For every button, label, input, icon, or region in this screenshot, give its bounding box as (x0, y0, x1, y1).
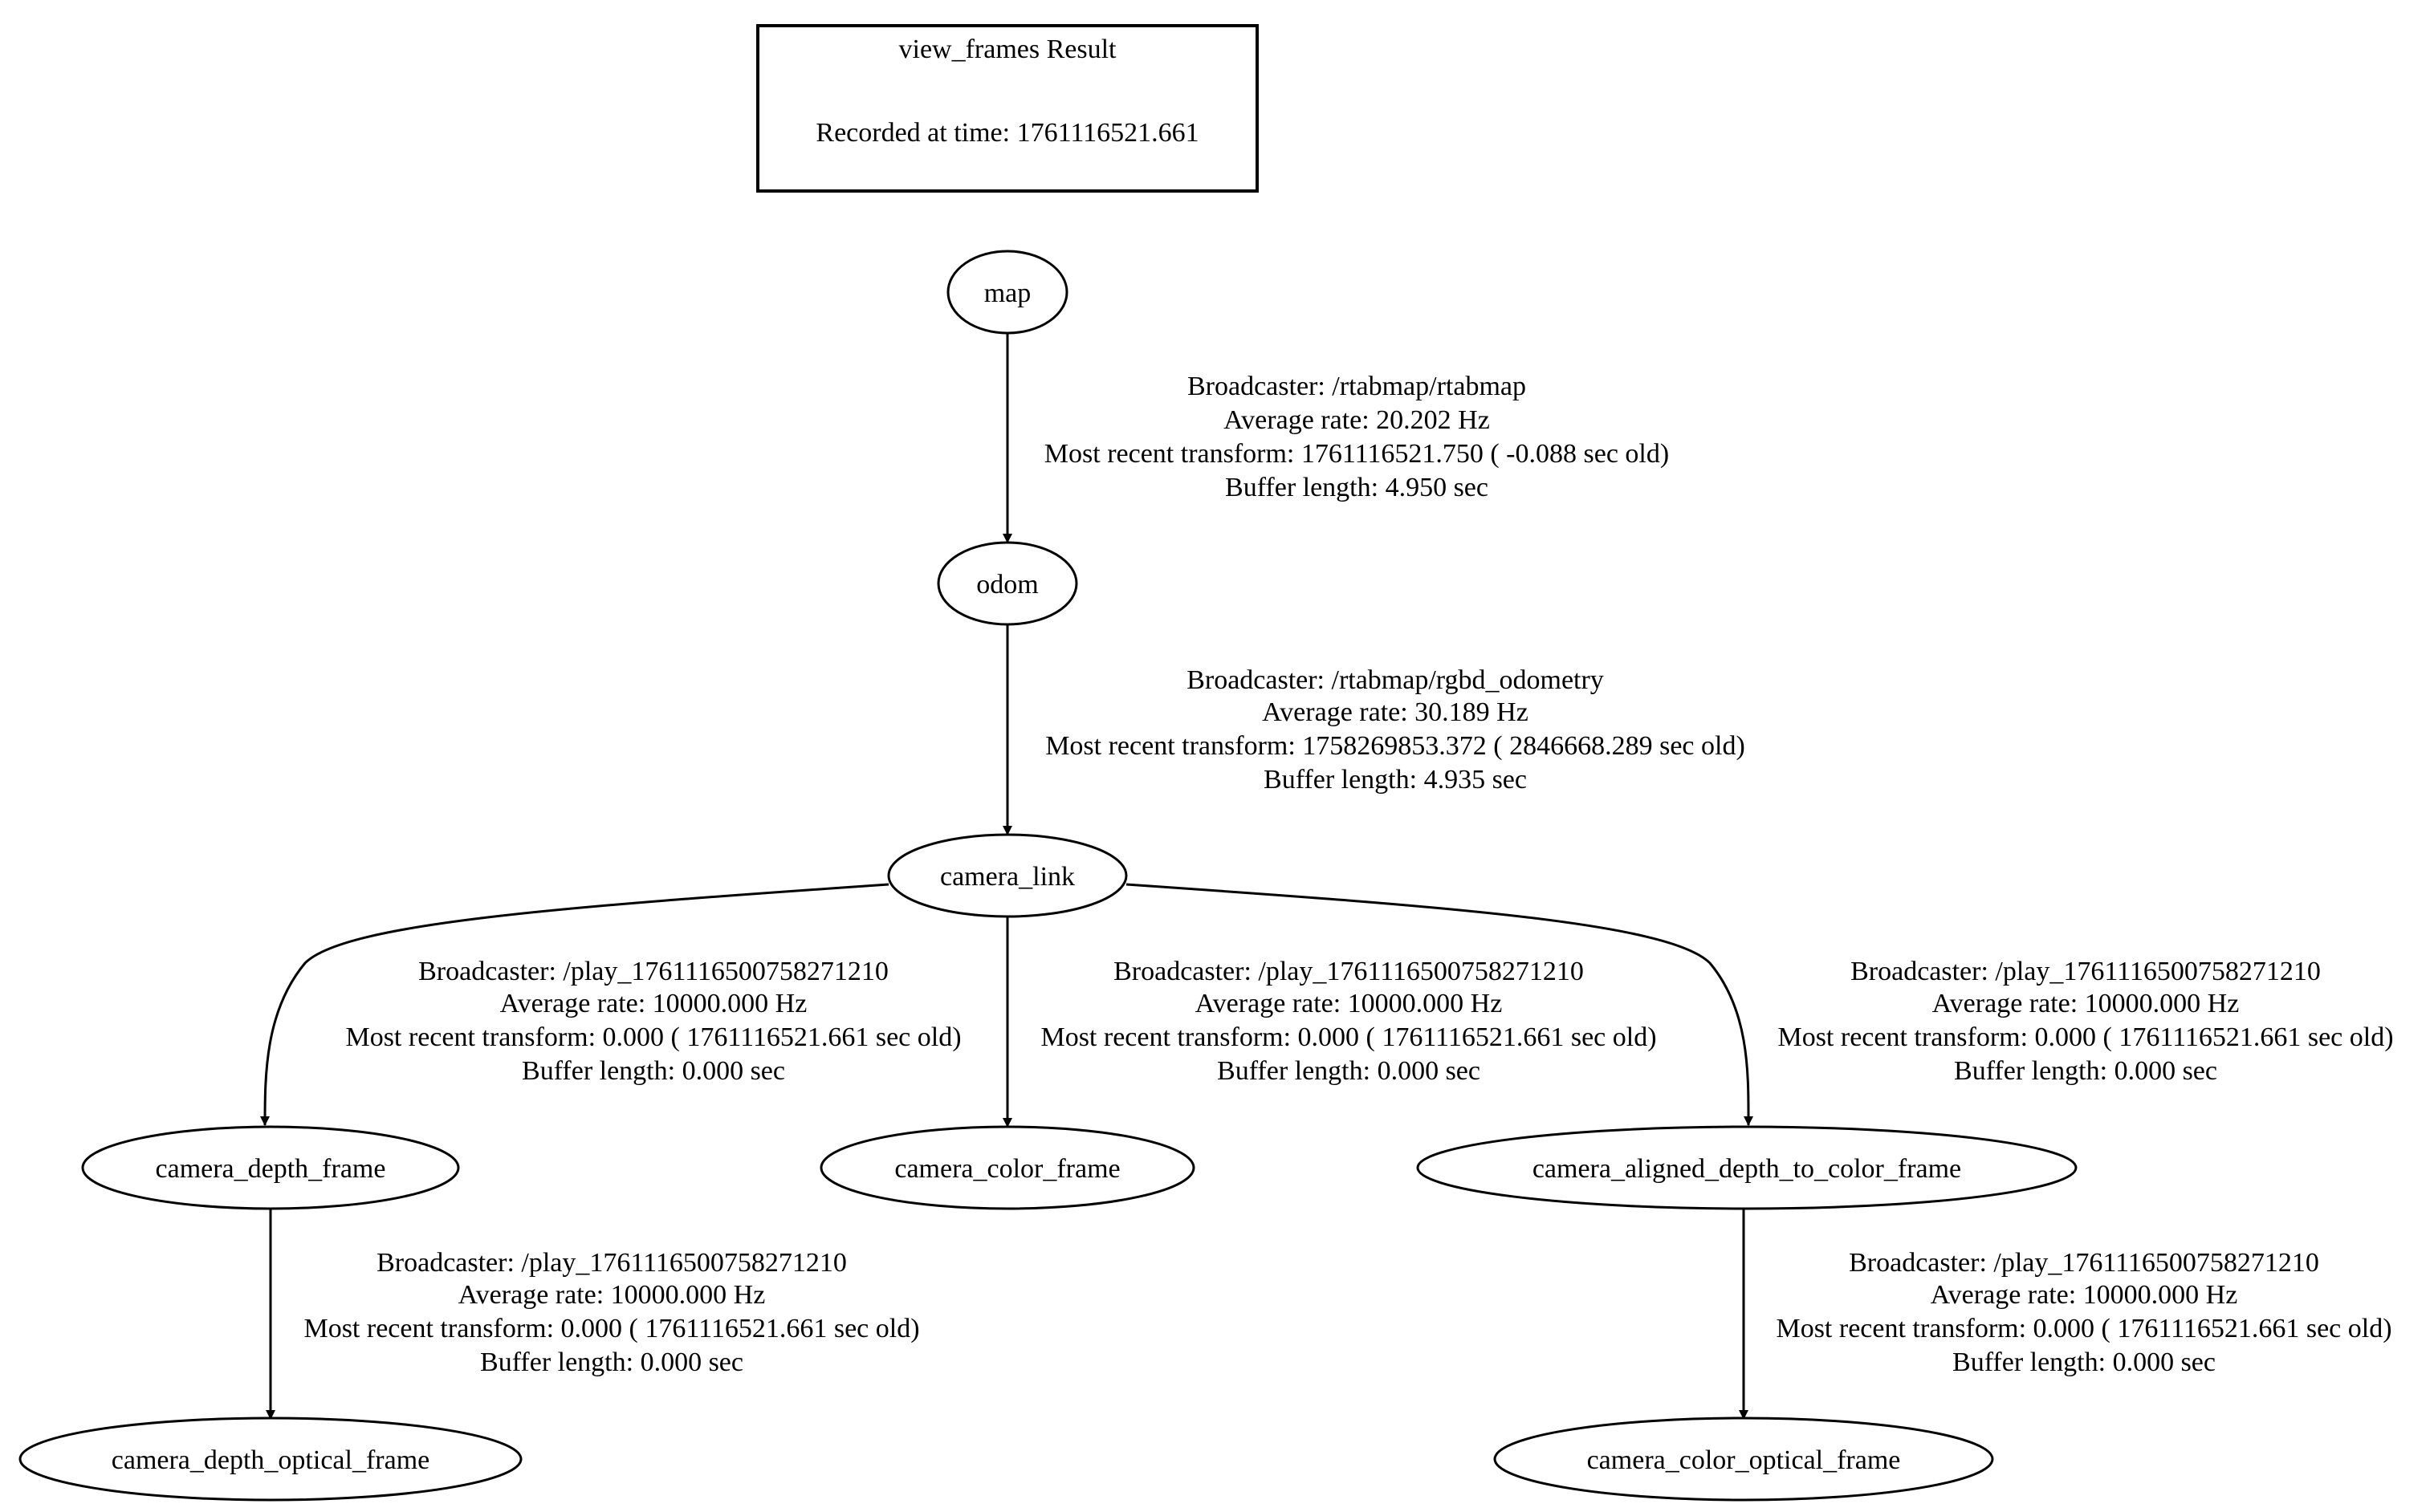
recorded-time-text: Recorded at time: 1761116521.661 (816, 118, 1199, 148)
node-label: camera_color_optical_frame (1587, 1445, 1901, 1475)
node-ellipse (18, 1416, 523, 1502)
broadcaster-text: Broadcaster: /play_1761116500758271210 (418, 957, 889, 986)
edge-curve (1125, 883, 1754, 1126)
recent-transform-text: Most recent transform: 0.000 ( 176111652… (1776, 1314, 2391, 1343)
node-label: camera_color_frame (894, 1154, 1120, 1184)
recent-transform-text: Most recent transform: 1758269853.372 ( … (1045, 731, 1745, 761)
buffer-length-text: Buffer length: 0.000 sec (522, 1056, 785, 1086)
node-camera-depth-optical-frame: camera_depth_optical_frame (18, 1416, 523, 1502)
title-box-frame (756, 24, 1259, 193)
rate-text: Average rate: 10000.000 Hz (1931, 1280, 2238, 1310)
broadcaster-text: Broadcaster: /play_1761116500758271210 (1849, 1248, 2319, 1278)
edge-label-aligned-color-optical: Broadcaster: /play_1761116500758271210 A… (1776, 1248, 2391, 1377)
node-camera-link: camera_link (887, 833, 1128, 918)
rate-text: Average rate: 30.189 Hz (1262, 697, 1528, 727)
recent-transform-text: Most recent transform: 1761116521.750 ( … (1044, 439, 1669, 469)
node-label: odom (976, 570, 1038, 600)
node-camera-aligned-depth-to-color-frame: camera_aligned_depth_to_color_frame (1416, 1125, 2078, 1210)
title-box: view_frames Result Recorded at time: 176… (756, 24, 1259, 193)
node-label: camera_depth_frame (156, 1154, 386, 1184)
node-camera-color-optical-frame: camera_color_optical_frame (1493, 1416, 1994, 1502)
node-ellipse (937, 541, 1078, 626)
rate-text: Average rate: 20.202 Hz (1223, 405, 1490, 435)
rate-text: Average rate: 10000.000 Hz (458, 1280, 766, 1310)
node-camera-color-frame: camera_color_frame (820, 1125, 1195, 1210)
node-ellipse (1493, 1416, 1994, 1502)
edge-camera-link-aligned (1125, 883, 1754, 1126)
recent-transform-text: Most recent transform: 0.000 ( 176111652… (345, 1022, 961, 1052)
edge-curve (260, 883, 889, 1126)
node-ellipse (820, 1125, 1195, 1210)
rate-text: Average rate: 10000.000 Hz (1195, 989, 1503, 1018)
recent-transform-text: Most recent transform: 0.000 ( 176111652… (1777, 1022, 2393, 1052)
broadcaster-text: Broadcaster: /rtabmap/rgbd_odometry (1186, 665, 1604, 695)
buffer-length-text: Buffer length: 4.935 sec (1264, 765, 1527, 795)
edge-label-camera-link-color: Broadcaster: /play_1761116500758271210 A… (1040, 957, 1656, 1086)
buffer-length-text: Buffer length: 0.000 sec (480, 1347, 743, 1377)
recent-transform-text: Most recent transform: 0.000 ( 176111652… (303, 1314, 919, 1343)
broadcaster-text: Broadcaster: /play_1761116500758271210 (1850, 957, 2321, 986)
node-map: map (946, 250, 1068, 335)
broadcaster-text: Broadcaster: /play_1761116500758271210 (1113, 957, 1584, 986)
broadcaster-text: Broadcaster: /rtabmap/rtabmap (1187, 372, 1526, 401)
node-label: camera_aligned_depth_to_color_frame (1532, 1154, 1961, 1184)
node-ellipse (887, 833, 1128, 918)
node-ellipse (1416, 1125, 2078, 1210)
edge-label-camera-link-depth: Broadcaster: /play_1761116500758271210 A… (345, 957, 961, 1086)
edge-camera-link-depth (260, 883, 889, 1126)
rate-text: Average rate: 10000.000 Hz (500, 989, 808, 1018)
node-label: camera_depth_optical_frame (112, 1445, 429, 1475)
title-text: view_frames Result (899, 35, 1117, 64)
buffer-length-text: Buffer length: 0.000 sec (1952, 1347, 2216, 1377)
node-ellipse (81, 1125, 460, 1210)
rate-text: Average rate: 10000.000 Hz (1932, 989, 2240, 1018)
node-label: map (984, 278, 1032, 308)
edge-label-map-odom: Broadcaster: /rtabmap/rtabmap Average ra… (1044, 372, 1669, 502)
broadcaster-text: Broadcaster: /play_1761116500758271210 (376, 1248, 847, 1278)
buffer-length-text: Buffer length: 0.000 sec (1954, 1056, 2217, 1086)
node-camera-depth-frame: camera_depth_frame (81, 1125, 460, 1210)
node-label: camera_link (940, 862, 1075, 892)
buffer-length-text: Buffer length: 0.000 sec (1217, 1056, 1480, 1086)
recent-transform-text: Most recent transform: 0.000 ( 176111652… (1040, 1022, 1656, 1052)
buffer-length-text: Buffer length: 4.950 sec (1225, 473, 1488, 502)
edge-label-odom-camera-link: Broadcaster: /rtabmap/rgbd_odometry Aver… (1045, 665, 1745, 795)
node-odom: odom (937, 541, 1078, 626)
edge-label-depth-optical: Broadcaster: /play_1761116500758271210 A… (303, 1248, 919, 1377)
edge-label-camera-link-aligned: Broadcaster: /play_1761116500758271210 A… (1777, 957, 2393, 1086)
node-ellipse (946, 250, 1068, 335)
